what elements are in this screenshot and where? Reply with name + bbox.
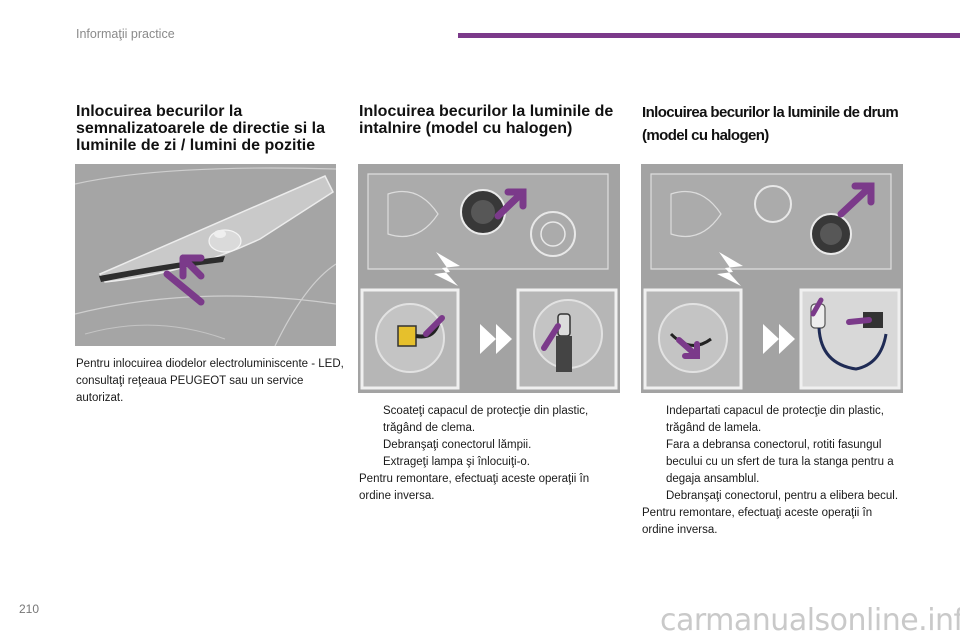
list-item: Indepartati capacul de protecţie din pla… [666,405,884,434]
section-heading-low-beam: Inlocuirea becurilor la luminile de inta… [359,103,614,137]
list-item: Debranşaţi conectorul, pentru a elibera … [666,490,899,502]
list-item: Debranşaţi conectorul lămpii. [383,439,532,451]
section-body-indicators: Pentru inlocuirea diodelor electrolumini… [76,358,344,404]
list-item: Scoateţi capacul de protecţie din plasti… [383,405,589,434]
header-accent-bar [458,33,960,38]
page-header-title: Informaţii practice [76,27,175,41]
illustration-low-beam [358,164,620,393]
section-footer-low-beam: Pentru remontare, efectuaţi aceste opera… [359,473,590,502]
list-item: Extrageţi lampa şi înlocuiţi-o. [383,456,531,468]
section-steps-high-beam: Indepartati capacul de protecţie din pla… [642,403,904,539]
illustration-indicator-lamp [75,164,336,346]
page-number: 210 [19,602,40,616]
watermark: carmanualsonline.info [660,603,960,638]
section-heading-indicators: Inlocuirea becurilor la semnalizatoarele… [76,103,326,154]
list-item: Fara a debransa conectorul, rotiti fasun… [666,439,894,485]
illustration-high-beam [641,164,903,393]
section-steps-low-beam: Scoateţi capacul de protecţie din plasti… [359,403,619,505]
section-heading-high-beam: Inlocuirea becurilor la luminile de drum… [642,104,899,144]
section-footer-high-beam: Pentru remontare, efectuaţi aceste opera… [642,507,873,536]
